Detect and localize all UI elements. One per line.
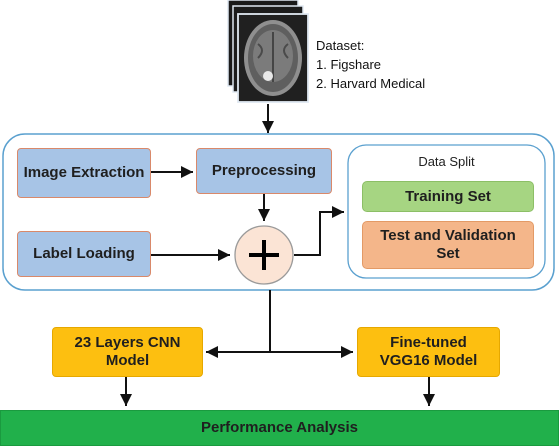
- dataset-label: Dataset: 1. Figshare 2. Harvard Medical: [316, 36, 466, 93]
- test-validation-set-box: Test and Validation Set: [362, 221, 534, 269]
- plus-icon: [234, 225, 294, 285]
- performance-analysis-bar: Performance Analysis: [0, 410, 559, 446]
- training-set-box: Training Set: [362, 181, 534, 212]
- arrow-plus-to-datasplit: [294, 206, 344, 256]
- cnn-model-box: 23 Layers CNN Model: [52, 327, 203, 377]
- dataset-heading: Dataset:: [316, 38, 365, 53]
- dataset-item-harvard: 2. Harvard Medical: [316, 76, 426, 91]
- label-loading-box: Label Loading: [17, 231, 151, 277]
- preprocessing-box: Preprocessing: [196, 148, 332, 194]
- image-extraction-box: Image Extraction: [17, 148, 151, 198]
- data-split-container: [347, 144, 546, 279]
- mri-brain-scan-stack-icon: [227, 0, 309, 103]
- pipeline-container: [2, 133, 555, 291]
- dataset-item-figshare: 1. Figshare: [316, 57, 382, 72]
- data-split-title: Data Split: [418, 154, 475, 169]
- vgg16-model-box: Fine-tuned VGG16 Model: [357, 327, 500, 377]
